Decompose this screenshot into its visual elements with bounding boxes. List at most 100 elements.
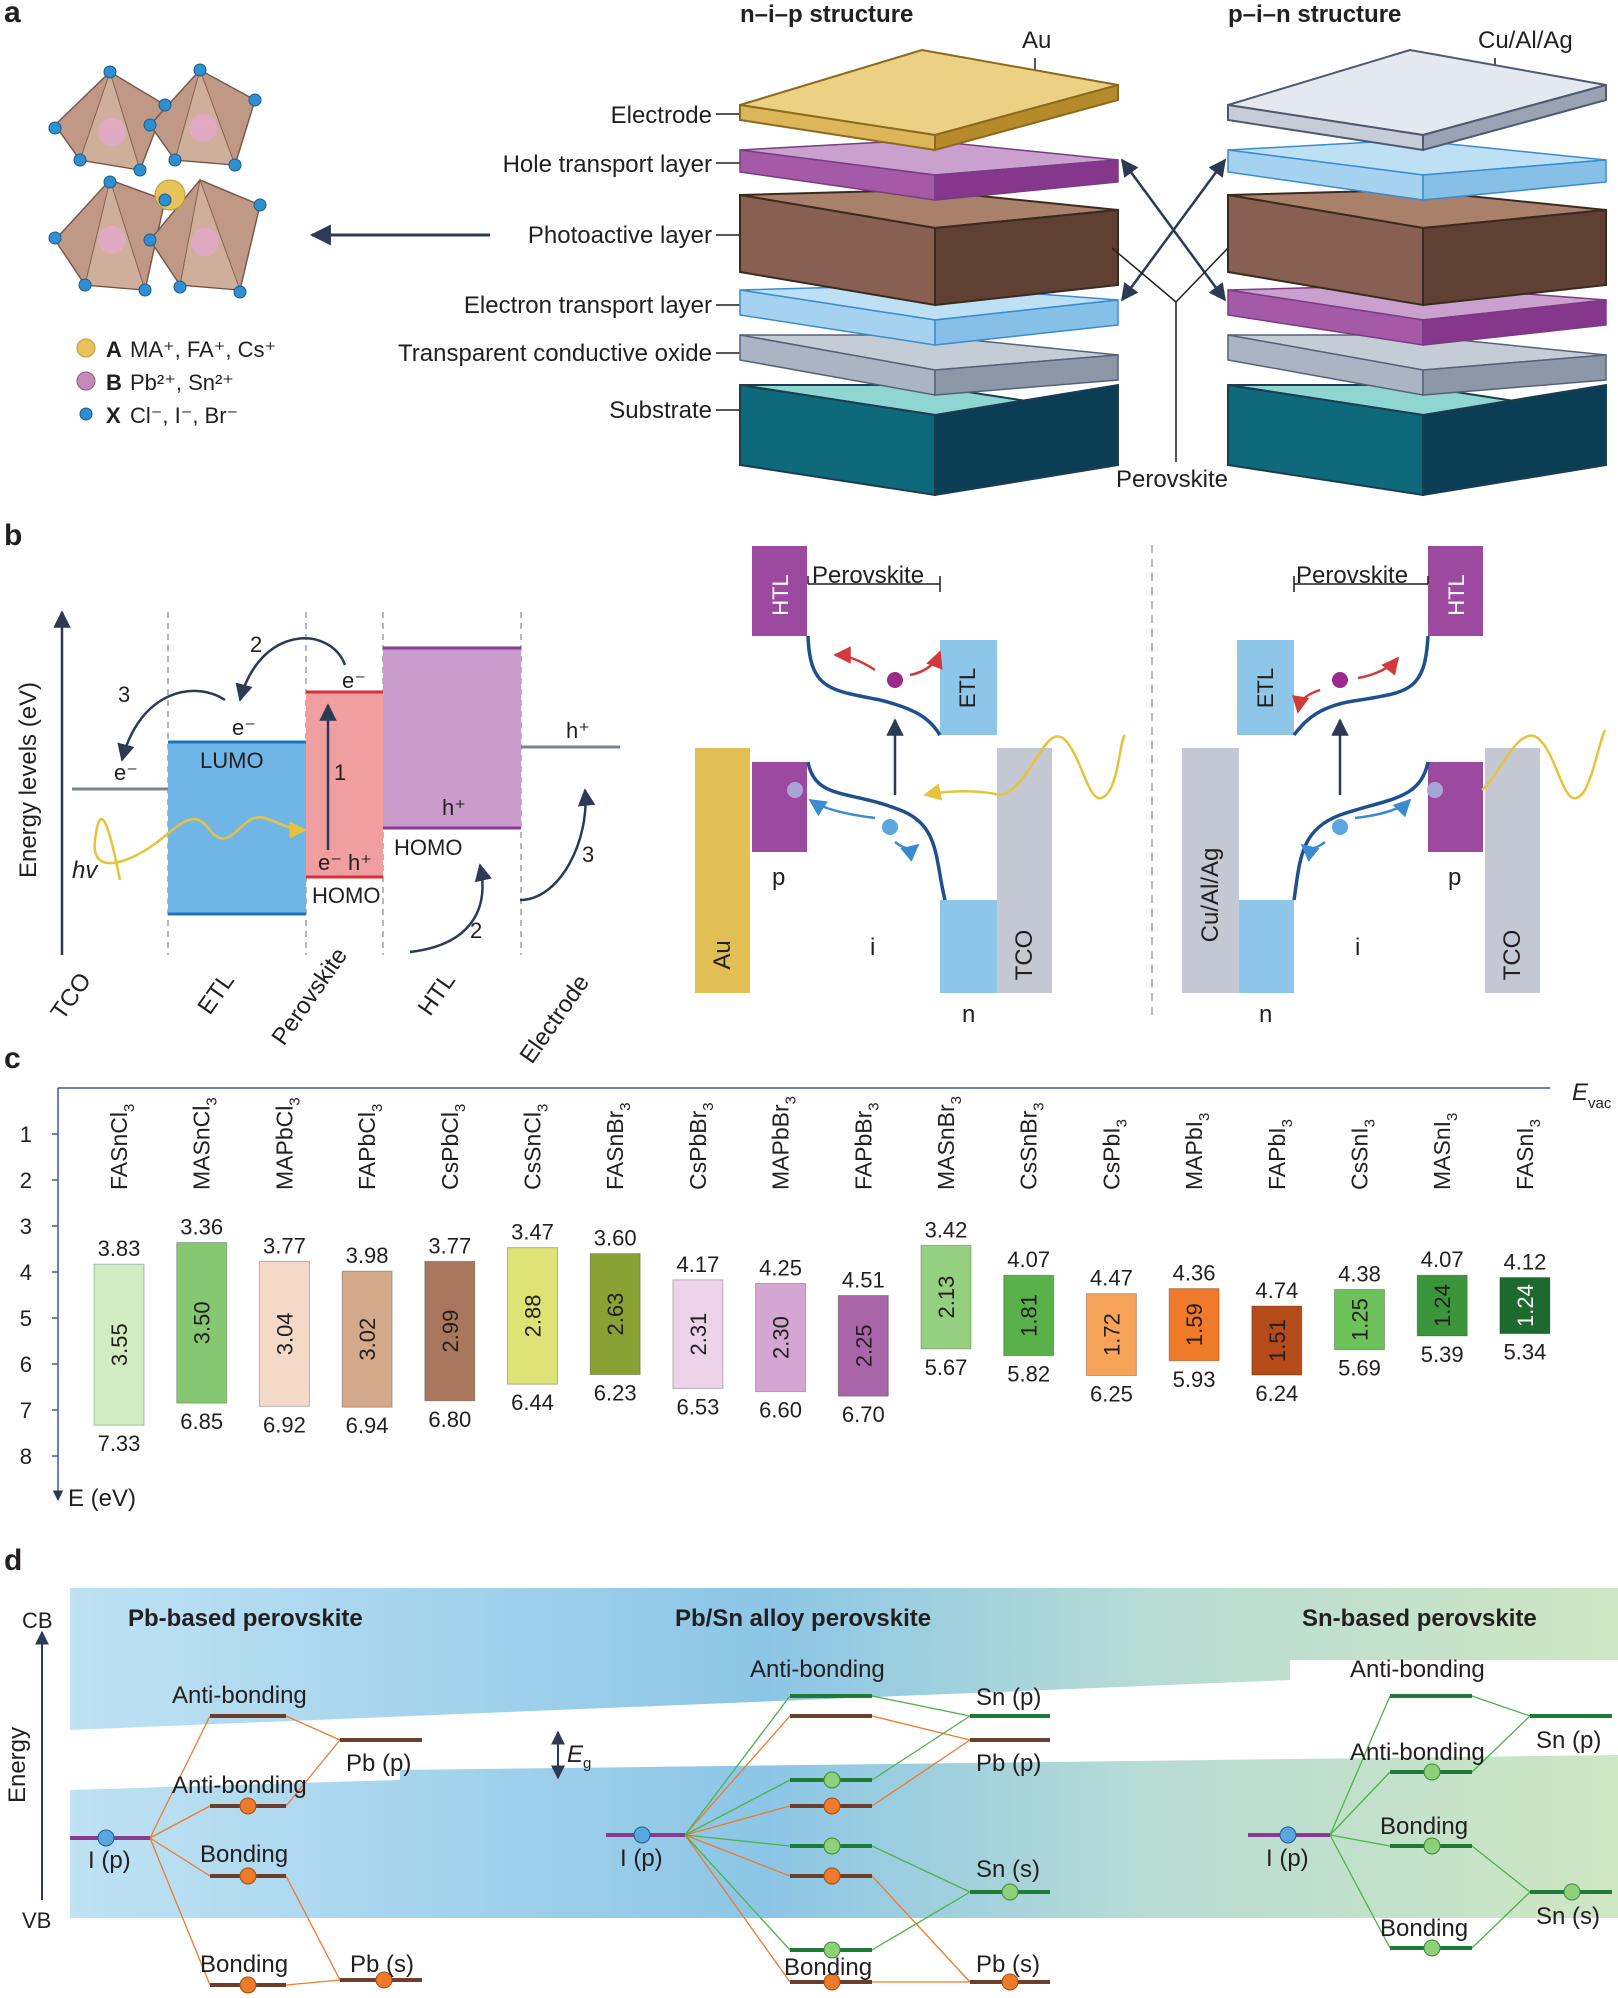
material-name: CsPbBr3 xyxy=(685,1102,717,1190)
bandgap-value: 3.02 xyxy=(355,1318,380,1361)
lumo-value: 4.12 xyxy=(1503,1250,1546,1275)
bandgap-bar xyxy=(1085,1293,1137,1376)
y-tick-label: 1 xyxy=(20,1122,32,1147)
lumo-value: 4.74 xyxy=(1255,1278,1298,1303)
panel-label-c: c xyxy=(4,1042,21,1075)
bandgap-value: 3.04 xyxy=(272,1312,297,1355)
lumo-value: 3.60 xyxy=(594,1226,637,1251)
homo-htl-label: HOMO xyxy=(394,835,462,860)
step-1-label: 1 xyxy=(334,760,346,785)
nip-metal-label: Au xyxy=(709,940,736,969)
step-3a-label: 3 xyxy=(118,682,130,707)
homo-value: 5.82 xyxy=(1007,1362,1050,1387)
pb-bonding-2: Bonding xyxy=(200,1951,288,1978)
y-tick-label: 7 xyxy=(20,1398,32,1423)
pb-pbs: Pb (s) xyxy=(350,1951,414,1978)
pin-pero-label: Perovskite xyxy=(1296,562,1408,589)
lumo-value: 3.77 xyxy=(263,1233,306,1258)
homo-value: 6.24 xyxy=(1255,1381,1298,1406)
bandgap-bar xyxy=(341,1270,393,1408)
legend-b-ions: Pb²⁺, Sn²⁺ xyxy=(130,370,234,395)
eg-label: Eg xyxy=(567,1741,591,1772)
homo-value: 5.93 xyxy=(1173,1367,1216,1392)
lumo-value: 4.38 xyxy=(1338,1261,1381,1286)
sn-mo-diagram: Anti-bonding Anti-bonding Bonding Bondin… xyxy=(1248,1656,1612,1957)
lumo-value: 3.83 xyxy=(98,1236,141,1261)
nip-htl-label: HTL xyxy=(768,574,793,616)
h-htl-label: h⁺ xyxy=(442,795,466,820)
perovskite-pointer-label: Perovskite xyxy=(1116,466,1228,493)
bandgap-value: 2.99 xyxy=(438,1310,463,1353)
lumo-value: 3.47 xyxy=(511,1220,554,1245)
col-htl: HTL xyxy=(413,968,461,1021)
col-etl: ETL xyxy=(193,968,240,1020)
layer-label-etl: Electron transport layer xyxy=(464,292,712,319)
pb-ip: I (p) xyxy=(88,1847,131,1874)
bandgap-value: 2.31 xyxy=(686,1313,711,1356)
vb-band xyxy=(70,1755,1618,1918)
material-name: CsPbCl3 xyxy=(437,1104,469,1190)
homo-value: 6.23 xyxy=(594,1381,637,1406)
material-name: MAPbBr3 xyxy=(768,1096,800,1190)
panel-a: A MA⁺, FA⁺, Cs⁺ B Pb²⁺, Sn²⁺ X Cl⁻, I⁻, … xyxy=(48,1,1607,497)
lumo-value: 3.98 xyxy=(346,1243,389,1268)
lumo-value: 4.25 xyxy=(759,1256,802,1281)
bandgap-value: 3.55 xyxy=(107,1323,132,1366)
pb-anti-1: Anti-bonding xyxy=(172,1682,307,1709)
perovskite-crystal xyxy=(48,63,267,299)
bandgap-bar xyxy=(589,1253,641,1376)
bandgap-value: 1.24 xyxy=(1513,1284,1538,1327)
lumo-value: 3.77 xyxy=(428,1233,471,1258)
panel-b: Energy levels (eV) hv 1 2 xyxy=(15,545,1607,1069)
nip-tco-label: TCO xyxy=(1011,930,1038,981)
energy-axis-label: Energy levels (eV) xyxy=(15,682,42,878)
pbsn-pbp: Pb (p) xyxy=(976,1750,1041,1777)
homo-value: 6.53 xyxy=(676,1394,719,1419)
homo-value: 5.34 xyxy=(1503,1340,1546,1365)
pin-tco-label: TCO xyxy=(1499,930,1526,981)
bandgap-bar xyxy=(424,1260,476,1402)
pb-pbp: Pb (p) xyxy=(346,1750,411,1777)
cb-label: CB xyxy=(22,1608,53,1633)
cb-band xyxy=(70,1588,1618,1730)
lumo-label: LUMO xyxy=(200,748,264,773)
homo-value: 7.33 xyxy=(98,1431,141,1456)
legend-b-symbol: B xyxy=(106,370,122,395)
bandgap-value: 1.81 xyxy=(1017,1294,1042,1337)
title-sn: Sn-based perovskite xyxy=(1302,1605,1537,1632)
bandgap-value: 1.25 xyxy=(1348,1298,1373,1341)
nip-title: n–i–p structure xyxy=(740,1,913,28)
material-name: MASnCl3 xyxy=(189,1097,221,1190)
h-electrode-label: h⁺ xyxy=(566,718,590,743)
panel-label-b: b xyxy=(4,519,22,552)
eh-label: e⁻ h⁺ xyxy=(318,850,372,875)
pin-title: p–i–n structure xyxy=(1228,1,1401,28)
pbsn-bonding: Bonding xyxy=(784,1954,872,1981)
homo-value: 6.85 xyxy=(180,1409,223,1434)
energy-d-label: Energy xyxy=(4,1727,31,1803)
nip-i-label: i xyxy=(870,934,875,961)
homo-value: 5.39 xyxy=(1421,1342,1464,1367)
lumo-value: 3.36 xyxy=(180,1215,223,1240)
step-2b-label: 2 xyxy=(470,918,482,943)
evac-label: Evac xyxy=(1572,1079,1612,1112)
nip-band-diagram: Au p HTL ETL n TCO i Perovskite xyxy=(695,546,1127,1028)
bandgap-bar xyxy=(507,1247,558,1385)
bandgap-value: 2.63 xyxy=(603,1293,628,1336)
bandgap-bar xyxy=(672,1279,724,1389)
e-etl-label: e⁻ xyxy=(232,715,256,740)
col-electrode: Electrode xyxy=(515,970,595,1069)
material-name: FAPbI3 xyxy=(1264,1119,1296,1190)
chart-y-label: E (eV) xyxy=(68,1485,136,1512)
pin-top-label: Cu/Al/Ag xyxy=(1478,27,1573,54)
material-name: MAPbI3 xyxy=(1181,1113,1213,1190)
lumo-value: 4.17 xyxy=(676,1252,719,1277)
bandgap-bar xyxy=(258,1260,310,1407)
panel-d: CB VB Energy Eg Pb-based perovskite Pb/S… xyxy=(4,1588,1618,1994)
bandgap-value: 2.25 xyxy=(851,1324,876,1367)
nip-stack xyxy=(739,48,1119,497)
bandgap-bar xyxy=(176,1242,228,1404)
material-name: FASnBr3 xyxy=(602,1102,634,1190)
pin-band-diagram: Cu/Al/Ag n ETL p HTL TCO i Perovskite xyxy=(1182,546,1607,1028)
